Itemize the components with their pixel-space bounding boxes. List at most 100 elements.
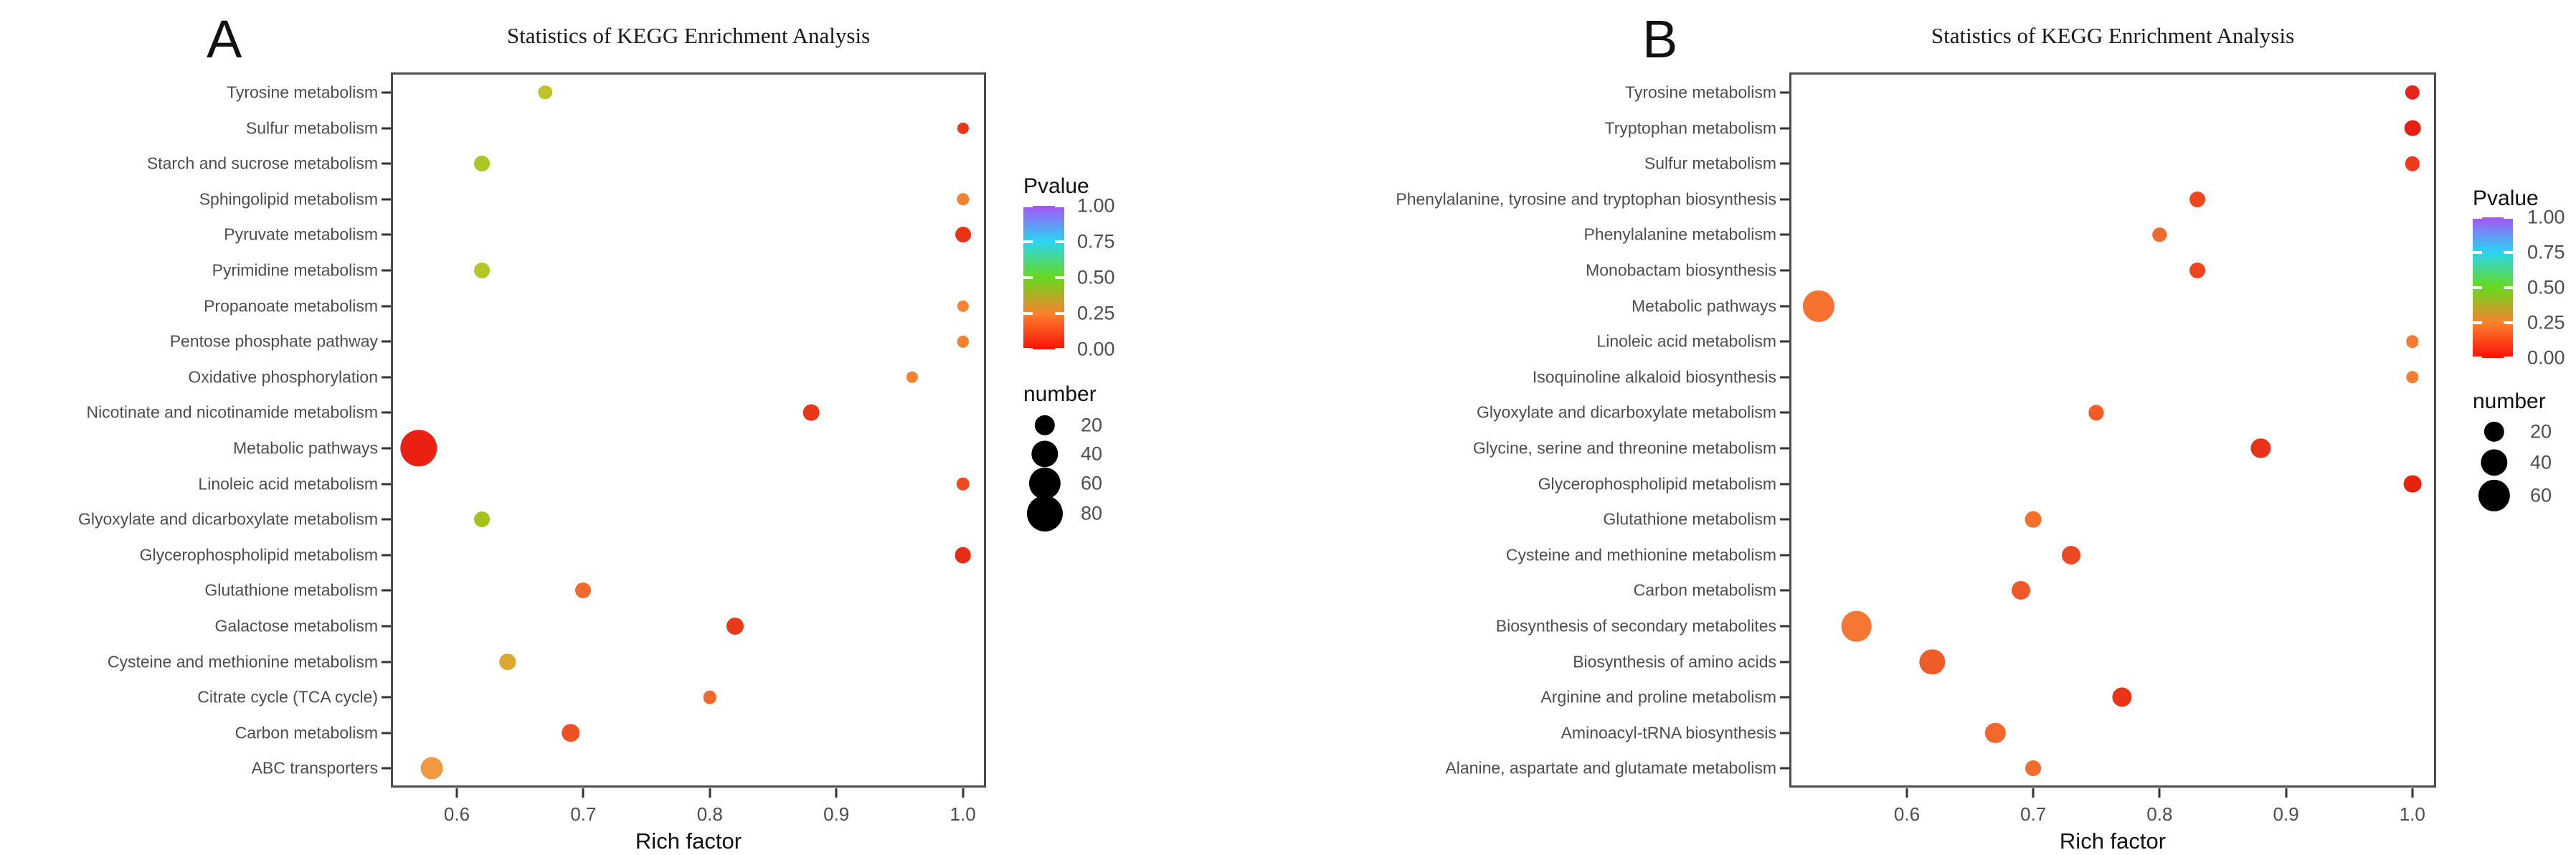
plot-area (1789, 72, 2436, 788)
y-axis-tick (382, 589, 391, 592)
y-axis-tick (1780, 305, 1789, 308)
legend-size-label: 60 (2530, 484, 2552, 506)
y-axis-tick (1780, 91, 1789, 94)
data-point (2405, 156, 2420, 171)
colorbar-tick (2504, 286, 2513, 289)
x-axis-tick-label: 0.6 (443, 803, 470, 825)
x-axis-tick (1905, 788, 1908, 798)
data-point (955, 547, 971, 564)
y-axis-tick (382, 518, 391, 521)
x-axis-tick (835, 788, 838, 798)
data-point (957, 122, 969, 134)
colorbar-tick (2504, 216, 2513, 219)
colorbar-tick (2473, 356, 2482, 359)
x-axis-title: Rich factor (635, 828, 742, 854)
y-axis-label: Monobactam biosynthesis (1586, 260, 1776, 280)
y-axis-label: Phenylalanine, tyrosine and tryptophan b… (1396, 189, 1776, 209)
data-point (474, 263, 491, 278)
colorbar-tick-label: 0.25 (1077, 302, 1115, 324)
legend-size-label: 40 (1081, 443, 1103, 465)
y-axis-tick (1780, 483, 1789, 486)
data-point (575, 582, 592, 599)
y-axis-tick (382, 340, 391, 343)
colorbar-tick (2504, 251, 2513, 254)
data-point (2062, 545, 2081, 565)
y-axis-label: Glyoxylate and dicarboxylate metabolism (1476, 402, 1776, 422)
y-axis-label: Phenylalanine metabolism (1583, 225, 1777, 244)
y-axis-label: Linoleic acid metabolism (198, 474, 378, 493)
y-axis-label: Glycerophospholipid metabolism (139, 545, 378, 565)
x-axis-tick (709, 788, 711, 798)
x-axis-tick (962, 788, 965, 798)
y-axis-tick (382, 732, 391, 734)
colorbar-tick-label: 1.00 (1077, 194, 1115, 217)
number-legend-title: number (2473, 389, 2546, 413)
colorbar-tick-label: 0.50 (1077, 266, 1115, 288)
x-axis-tick (2411, 788, 2414, 798)
legend-size-circle (2481, 449, 2508, 476)
panel-a-letter: A (207, 9, 242, 69)
y-axis-label: Starch and sucrose metabolism (146, 153, 378, 173)
y-axis-label: Glycine, serine and threonine metabolism (1472, 438, 1776, 458)
number-legend-title: number (1023, 382, 1097, 406)
data-point (2111, 687, 2132, 707)
legend-size-label: 20 (2530, 420, 2552, 443)
panel-b-title: Statistics of KEGG Enrichment Analysis (1931, 23, 2295, 48)
y-axis-tick (382, 233, 391, 236)
data-point (2406, 371, 2419, 384)
colorbar-tick (1023, 348, 1033, 351)
y-axis-label: Glyoxylate and dicarboxylate metabolism (77, 509, 378, 529)
y-axis-label: Citrate cycle (TCA cycle) (197, 687, 378, 707)
y-axis-label: Oxidative phosphorylation (188, 367, 378, 387)
y-axis-label: Alanine, aspartate and glutamate metabol… (1445, 758, 1776, 778)
y-axis-tick (382, 767, 391, 770)
y-axis-label: Cysteine and methionine metabolism (107, 652, 378, 671)
y-axis-label: Aminoacyl-tRNA biosynthesis (1561, 723, 1776, 742)
x-axis-tick (2158, 788, 2161, 798)
y-axis-tick (382, 447, 391, 450)
data-point (2025, 511, 2042, 528)
x-axis-tick-label: 0.7 (570, 803, 597, 825)
pvalue-legend-title: Pvalue (2473, 186, 2539, 210)
y-axis-label: Cysteine and methionine metabolism (1505, 545, 1776, 565)
data-point (2406, 335, 2419, 348)
y-axis-label: Carbon metabolism (235, 723, 378, 742)
colorbar-tick (1055, 204, 1064, 207)
y-axis-label: Pyrimidine metabolism (212, 260, 378, 280)
colorbar-tick (2473, 321, 2482, 324)
data-point (2025, 760, 2042, 777)
y-axis-tick (382, 269, 391, 272)
y-axis-tick (1780, 269, 1789, 272)
y-axis-label: Glutathione metabolism (204, 580, 378, 600)
y-axis-tick (1780, 340, 1789, 343)
y-axis-label: Sulfur metabolism (1644, 153, 1776, 173)
y-axis-tick (382, 483, 391, 486)
x-axis-tick-label: 1.0 (950, 803, 976, 825)
colorbar-tick (2504, 356, 2513, 359)
x-axis-tick-label: 1.0 (2399, 803, 2425, 825)
colorbar-tick (1055, 276, 1064, 279)
y-axis-tick (1780, 162, 1789, 165)
y-axis-label: Nicotinate and nicotinamide metabolism (86, 402, 378, 422)
legend-size-circle (1026, 495, 1064, 532)
y-axis-tick (1780, 589, 1789, 592)
data-point (2189, 191, 2206, 207)
colorbar-tick-label: 0.75 (2527, 241, 2565, 263)
y-axis-label: Tyrosine metabolism (1625, 82, 1776, 102)
x-axis-tick-label: 0.9 (2273, 803, 2299, 825)
data-point (2403, 475, 2422, 493)
data-point (726, 617, 744, 636)
data-point (2405, 85, 2420, 100)
y-axis-label: Sulfur metabolism (245, 118, 378, 138)
data-point (1985, 722, 2006, 743)
x-axis-tick-label: 0.7 (2020, 803, 2047, 825)
colorbar-tick-label: 0.00 (2527, 346, 2565, 369)
data-point (538, 85, 553, 100)
y-axis-tick (382, 127, 391, 130)
x-axis-tick (582, 788, 584, 798)
colorbar-tick (1023, 204, 1033, 207)
data-point (802, 405, 820, 421)
y-axis-tick (1780, 411, 1789, 414)
data-point (955, 227, 971, 243)
legend-size-circle (2483, 421, 2505, 443)
